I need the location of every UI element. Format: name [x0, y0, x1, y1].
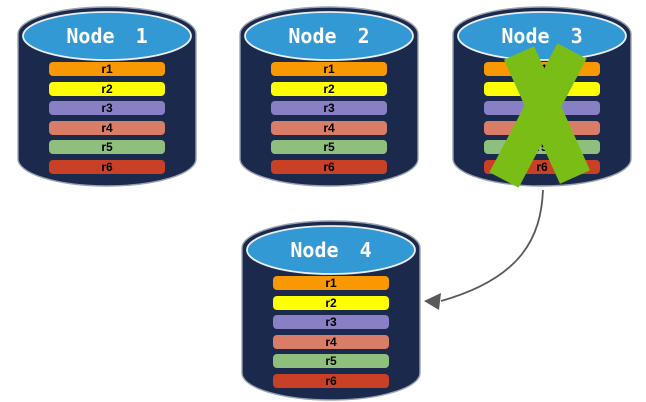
node-title: Node 3	[501, 24, 583, 48]
node-title: Node 2	[288, 24, 370, 48]
replica-rows: r1 r2 r3 r4 r5 r6	[273, 276, 389, 388]
replica-row-r3: r3	[273, 315, 389, 329]
replica-row-r6: r6	[49, 159, 165, 174]
replica-rows: r1 r2 r3 r4 r5 r6	[49, 62, 165, 174]
node-2: Node 2 r1 r2 r3 r4 r5 r6	[238, 1, 420, 191]
replica-row-r3: r3	[49, 101, 165, 115]
replica-row-r2: r2	[273, 295, 389, 310]
replica-row-r1: r1	[271, 62, 387, 76]
replica-row-r1: r1	[49, 62, 165, 76]
replica-row-r1: r1	[273, 276, 389, 290]
replica-row-r6: r6	[273, 373, 389, 388]
replica-row-r3: r3	[484, 101, 600, 115]
replica-row-r2: r2	[271, 81, 387, 96]
replica-row-r2: r2	[484, 81, 600, 96]
replica-row-r1: r1	[484, 62, 600, 76]
replica-row-r4: r4	[484, 120, 600, 135]
replica-row-r3: r3	[271, 101, 387, 115]
replica-row-r5: r5	[271, 140, 387, 154]
replica-row-r4: r4	[273, 334, 389, 349]
replica-row-r5: r5	[273, 354, 389, 368]
replica-row-r2: r2	[49, 81, 165, 96]
replica-row-r4: r4	[49, 120, 165, 135]
replica-rows: r1 r2 r3 r4 r5 r6	[484, 62, 600, 174]
node-title: Node 1	[66, 24, 148, 48]
replica-row-r5: r5	[49, 140, 165, 154]
replica-rows: r1 r2 r3 r4 r5 r6	[271, 62, 387, 174]
replica-row-r6: r6	[484, 159, 600, 174]
node-3: Node 3 r1 r2 r3 r4 r5 r6	[451, 1, 633, 191]
replica-row-r4: r4	[271, 120, 387, 135]
failover-arrow	[424, 189, 544, 310]
node-1: Node 1 r1 r2 r3 r4 r5 r6	[16, 1, 198, 191]
node-4: Node 4 r1 r2 r3 r4 r5 r6	[240, 215, 422, 402]
replica-row-r6: r6	[271, 159, 387, 174]
replica-row-r5: r5	[484, 140, 600, 154]
node-title: Node 4	[290, 238, 372, 262]
